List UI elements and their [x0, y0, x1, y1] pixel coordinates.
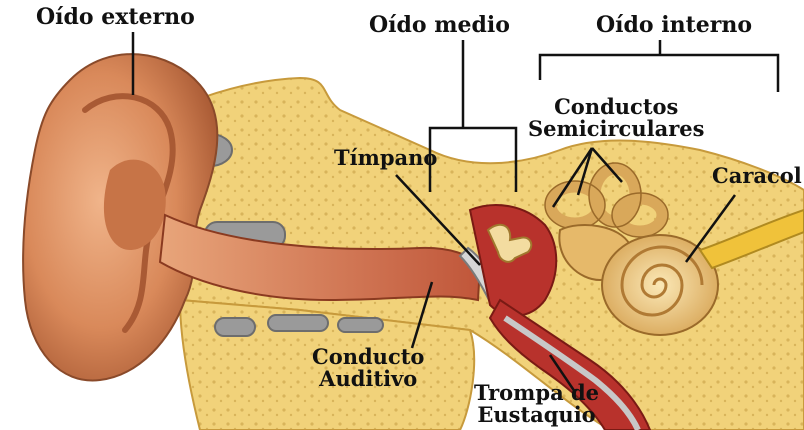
cartilage-lower-2: [268, 315, 328, 331]
label-trompa-de-eustaquio: Trompa de Eustaquio: [474, 382, 599, 426]
label-oido-medio: Oído medio: [369, 14, 510, 37]
label-caracol: Caracol: [712, 165, 802, 187]
label-oido-interno: Oído interno: [596, 14, 752, 37]
label-oido-externo: Oído externo: [36, 6, 195, 29]
label-conductos-semicirculares-line1: Conductos: [528, 96, 704, 118]
label-conducto-auditivo-line1: Conducto: [312, 346, 424, 368]
cartilage-lower-1: [215, 318, 255, 336]
label-trompa-line1: Trompa de: [474, 382, 599, 404]
label-timpano: Tímpano: [334, 147, 437, 169]
label-conducto-auditivo-line2: Auditivo: [312, 368, 424, 390]
label-trompa-line2: Eustaquio: [474, 404, 599, 426]
label-conducto-auditivo: Conducto Auditivo: [312, 346, 424, 390]
cartilage-lower-3: [338, 318, 383, 332]
label-conductos-semicirculares-line2: Semicirculares: [528, 118, 704, 140]
label-conductos-semicirculares: Conductos Semicirculares: [528, 96, 704, 140]
